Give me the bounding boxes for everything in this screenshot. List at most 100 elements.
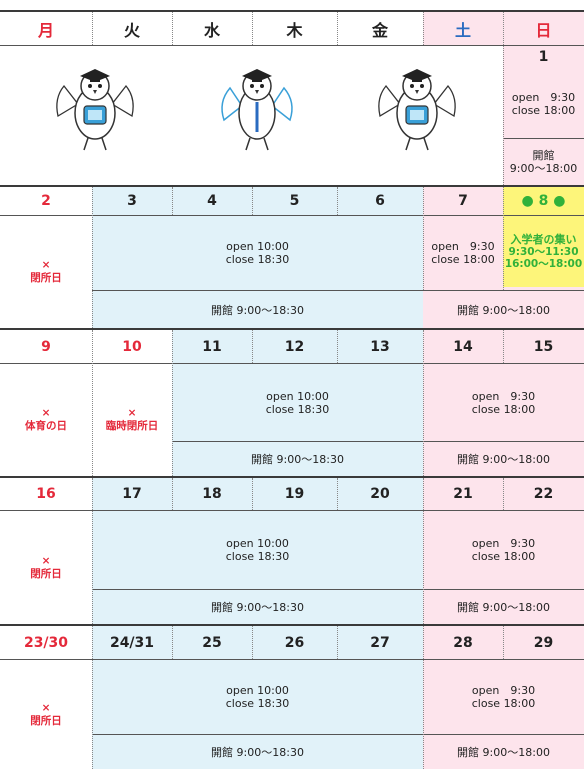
week2-saturday-bg xyxy=(423,187,503,328)
day-22: 22 xyxy=(533,486,554,502)
day-14: 14 xyxy=(453,338,473,355)
rule xyxy=(0,476,584,478)
day-17: 17 xyxy=(122,486,142,502)
week1-sun-hours: open 9:30 close 18:00 xyxy=(511,91,576,117)
day-10: 10 xyxy=(122,338,142,355)
col-sep xyxy=(172,626,173,659)
day-19: 19 xyxy=(284,486,305,502)
col-sep xyxy=(252,330,253,363)
col-sep xyxy=(92,626,93,769)
day-2: 2 xyxy=(41,193,51,209)
weekday-kaikan: 開館 9:00～18:30 xyxy=(251,453,344,466)
week2-weekday-bg xyxy=(92,187,423,328)
weekday-hours: open 10:00 close 18:30 xyxy=(225,240,290,266)
day-25: 25 xyxy=(202,634,222,651)
saturday-hours: open 9:30 close 18:00 xyxy=(431,240,495,266)
day-6: 6 xyxy=(375,193,385,209)
col-sep xyxy=(337,478,338,510)
event-notice: 入学者の集い 9:30～11:30 16:00～18:00 xyxy=(503,216,584,287)
divider xyxy=(92,734,423,735)
day-13: 13 xyxy=(370,338,390,355)
rule xyxy=(0,624,584,626)
divider xyxy=(423,290,584,291)
col-sep xyxy=(92,330,93,476)
divider xyxy=(423,441,584,442)
col-sep xyxy=(92,12,93,45)
graduate-bird-icon xyxy=(378,69,456,151)
col-sep xyxy=(252,187,253,215)
closed-notice: × 体育の日 xyxy=(25,407,67,432)
weekday-header-fri: 金 xyxy=(371,20,388,40)
divider xyxy=(92,589,423,590)
col-sep xyxy=(503,478,504,510)
week2-sunday-bg xyxy=(503,287,584,328)
day-28: 28 xyxy=(453,634,473,651)
day-18: 18 xyxy=(202,486,222,502)
weekend-kaikan: 開館 9:00～18:00 xyxy=(457,601,550,614)
col-sep xyxy=(92,478,93,624)
day-21: 21 xyxy=(453,486,473,502)
day-4: 4 xyxy=(207,193,217,209)
col-sep xyxy=(423,12,424,45)
event-title: 入学者の集い xyxy=(510,232,577,246)
day-24-31: 24/31 xyxy=(109,634,155,651)
col-sep xyxy=(503,187,504,290)
weekday-header-tue: 火 xyxy=(123,20,140,40)
weekend-kaikan: 開館 9:00～18:00 xyxy=(457,303,550,317)
week1-sunday-bg xyxy=(503,45,584,185)
day-3: 3 xyxy=(127,193,137,209)
divider xyxy=(172,441,423,442)
divider xyxy=(0,45,584,46)
day-12: 12 xyxy=(284,338,305,355)
weekday-header-sun: 日 xyxy=(535,20,552,40)
weekday-kaikan: 開館 9:00～18:30 xyxy=(211,601,304,614)
col-sep xyxy=(503,626,504,659)
weekend-hours: open 9:30 close 18:00 xyxy=(471,537,536,563)
col-sep xyxy=(172,12,173,45)
rule xyxy=(0,328,584,330)
closed-notice: × 閉所日 xyxy=(30,701,62,727)
week4-weekday-bg xyxy=(92,478,423,624)
day-9: 9 xyxy=(41,338,51,355)
graduate-bird-icon xyxy=(56,69,134,151)
day-20: 20 xyxy=(370,486,390,502)
weekday-hours: open 10:00 close 18:30 xyxy=(225,537,290,563)
day-7: 7 xyxy=(458,193,468,209)
col-sep xyxy=(337,12,338,45)
day-5: 5 xyxy=(289,193,300,209)
weekday-kaikan: 開館 9:00～18:30 xyxy=(211,746,304,759)
rule xyxy=(0,10,584,12)
day-29: 29 xyxy=(533,634,554,651)
weekday-hours: open 10:00 close 18:30 xyxy=(225,684,290,710)
col-sep xyxy=(92,187,93,328)
weekend-hours: open 9:30 close 18:00 xyxy=(471,684,536,710)
divider xyxy=(503,138,584,139)
weekday-kaikan: 開館 9:00～18:30 xyxy=(211,303,304,317)
day-15: 15 xyxy=(533,338,554,355)
weekend-hours: open 9:30 close 18:00 xyxy=(471,389,536,416)
day-27: 27 xyxy=(370,634,390,651)
weekday-header-wed: 水 xyxy=(203,20,220,40)
col-sep xyxy=(423,187,424,290)
divider xyxy=(0,659,584,660)
weekday-header-sat: 土 xyxy=(454,20,471,40)
divider xyxy=(423,734,584,735)
col-sep xyxy=(337,330,338,363)
col-sep xyxy=(252,12,253,45)
weekend-kaikan: 開館 9:00～18:00 xyxy=(457,453,550,466)
divider xyxy=(0,363,584,364)
graduate-bird-icon xyxy=(221,69,293,151)
week5-weekday-bg xyxy=(92,626,423,769)
day-16: 16 xyxy=(36,486,56,502)
day-8: ● 8 ● xyxy=(521,193,566,209)
col-sep xyxy=(337,187,338,215)
weekend-kaikan: 開館 9:00～18:00 xyxy=(457,746,550,759)
weekday-hours: open 10:00 close 18:30 xyxy=(265,389,330,416)
col-sep xyxy=(423,330,424,476)
closed-notice: × 臨時閉所日 xyxy=(105,407,159,432)
week1-sun-kaikan: 開館 9:00～18:00 xyxy=(509,149,578,175)
weekday-header-thu: 木 xyxy=(286,20,303,40)
day-26: 26 xyxy=(284,634,305,651)
event-times: 9:30～11:30 16:00～18:00 xyxy=(504,245,583,270)
